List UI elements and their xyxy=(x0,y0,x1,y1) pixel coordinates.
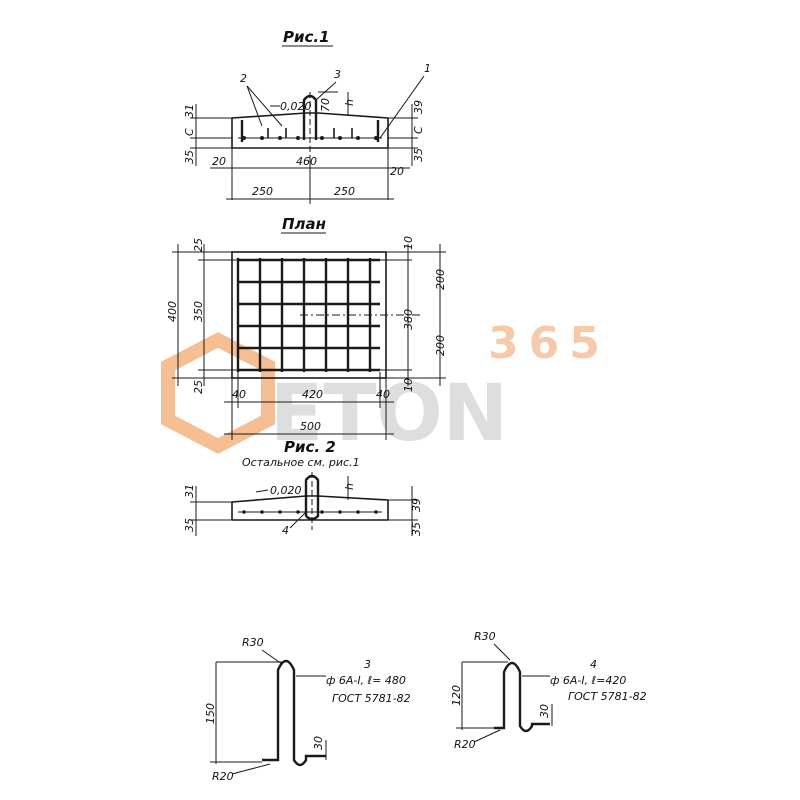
svg-text:40: 40 xyxy=(376,388,390,401)
plan-title: План xyxy=(282,215,326,233)
svg-text:200: 200 xyxy=(434,269,447,290)
svg-text:39: 39 xyxy=(410,498,423,512)
svg-text:35: 35 xyxy=(410,522,423,536)
bar4-standard: ГОСТ 5781-82 xyxy=(568,690,647,703)
svg-text:380: 380 xyxy=(402,309,415,330)
bar4-number: 4 xyxy=(590,658,597,671)
svg-text:500: 500 xyxy=(300,420,321,433)
fig2-title: Рис. 2 xyxy=(284,438,336,456)
svg-text:35: 35 xyxy=(183,518,196,532)
bar4-spec: ф 6А-I, ℓ=420 xyxy=(550,674,626,687)
fig1-leader-1 xyxy=(379,75,425,139)
watermark-365: 365 xyxy=(488,318,610,369)
fig1-dim-70: 70 xyxy=(319,98,332,112)
fig1-slope-label: 0,020 xyxy=(280,100,312,113)
fig2-dim-h: h xyxy=(343,483,356,490)
bar3-radius-top: R30 xyxy=(242,636,264,649)
fig1-section xyxy=(231,92,389,160)
fig2-note: Остальное см. рис.1 xyxy=(242,456,360,469)
fig1-title: Рис.1 xyxy=(283,28,330,46)
svg-text:200: 200 xyxy=(434,335,447,356)
watermark: 365 ETON xyxy=(161,318,610,459)
fig2-section xyxy=(231,472,389,530)
svg-text:420: 420 xyxy=(302,388,323,401)
plan-left-dims: 400 350 25 25 xyxy=(166,238,238,394)
svg-text:25: 25 xyxy=(192,238,205,252)
svg-text:350: 350 xyxy=(192,301,205,322)
bar4-radius-top: R30 xyxy=(474,630,496,643)
fig1-leader-2b xyxy=(246,85,283,127)
fig2-rebar-dots xyxy=(242,510,378,514)
svg-text:40: 40 xyxy=(232,388,246,401)
fig2-right-dims: 39 35 xyxy=(388,486,423,536)
bar4-hook: 30 xyxy=(538,704,551,718)
plan-drawing xyxy=(231,251,420,379)
svg-text:250: 250 xyxy=(334,185,355,198)
svg-text:250: 250 xyxy=(252,185,273,198)
watermark-name: ETON xyxy=(270,369,508,459)
svg-text:20: 20 xyxy=(390,165,404,178)
fig2-leader-4 xyxy=(289,511,307,529)
svg-text:10: 10 xyxy=(402,378,415,392)
fig1-callout-1: 1 xyxy=(424,62,431,75)
bar3-detail: R30 R20 150 30 3 ф 6А-I, ℓ= 480 ГОСТ 578… xyxy=(204,636,411,783)
plan-right-dims: 10 200 380 200 10 xyxy=(380,236,447,392)
fig1-callout-3: 3 xyxy=(334,68,341,81)
svg-text:31: 31 xyxy=(183,484,196,498)
bar4-radius-bottom: R20 xyxy=(454,738,476,751)
plan-bottom-dims: 40 420 40 500 xyxy=(224,372,394,440)
fig1-right-dims: 39 C 35 xyxy=(388,100,425,166)
watermark-logo-hex xyxy=(161,332,275,454)
bar3-hook: 30 xyxy=(312,736,325,750)
bar4-height: 120 xyxy=(450,685,463,706)
svg-text:39: 39 xyxy=(412,100,425,114)
bar3-spec: ф 6А-I, ℓ= 480 xyxy=(326,674,406,687)
svg-text:35: 35 xyxy=(412,148,425,162)
fig1-left-dims: 31 C 35 xyxy=(183,104,232,166)
fig1-leader-3 xyxy=(315,81,337,101)
fig1-dim-h: h xyxy=(343,99,356,106)
bar3-height: 150 xyxy=(204,703,217,724)
bar3-standard: ГОСТ 5781-82 xyxy=(332,692,411,705)
fig1-slab-top xyxy=(231,112,389,119)
fig2-left-dims: 31 35 xyxy=(183,484,232,536)
svg-text:C: C xyxy=(183,128,196,136)
svg-text:35: 35 xyxy=(183,150,196,164)
svg-text:20: 20 xyxy=(212,155,226,168)
fig2-slope-label: 0,020 xyxy=(270,484,302,497)
bar3-number: 3 xyxy=(364,658,371,671)
svg-text:C: C xyxy=(412,126,425,134)
svg-text:10: 10 xyxy=(402,236,415,250)
fig2-callout-4: 4 xyxy=(282,524,289,537)
svg-text:460: 460 xyxy=(296,155,317,168)
svg-text:31: 31 xyxy=(183,104,196,118)
fig2-slope-arrow xyxy=(255,489,269,493)
fig2-slab-top xyxy=(231,495,389,503)
svg-text:25: 25 xyxy=(192,380,205,394)
fig1-stirrups xyxy=(267,128,353,138)
bar4-shape xyxy=(494,661,550,733)
fig1-half-dims: 250 250 xyxy=(226,160,394,204)
fig1-leader-2a xyxy=(246,85,263,127)
bar3-radius-bottom: R20 xyxy=(212,770,234,783)
fig2-lifting-loop xyxy=(304,474,320,521)
svg-text:400: 400 xyxy=(166,301,179,322)
bar3-shape xyxy=(262,659,326,767)
bar4-detail: R30 R20 120 30 4 ф 6А-I, ℓ=420 ГОСТ 5781… xyxy=(450,630,647,751)
fig1-callout-2: 2 xyxy=(240,72,247,85)
plan-mesh xyxy=(236,258,380,372)
